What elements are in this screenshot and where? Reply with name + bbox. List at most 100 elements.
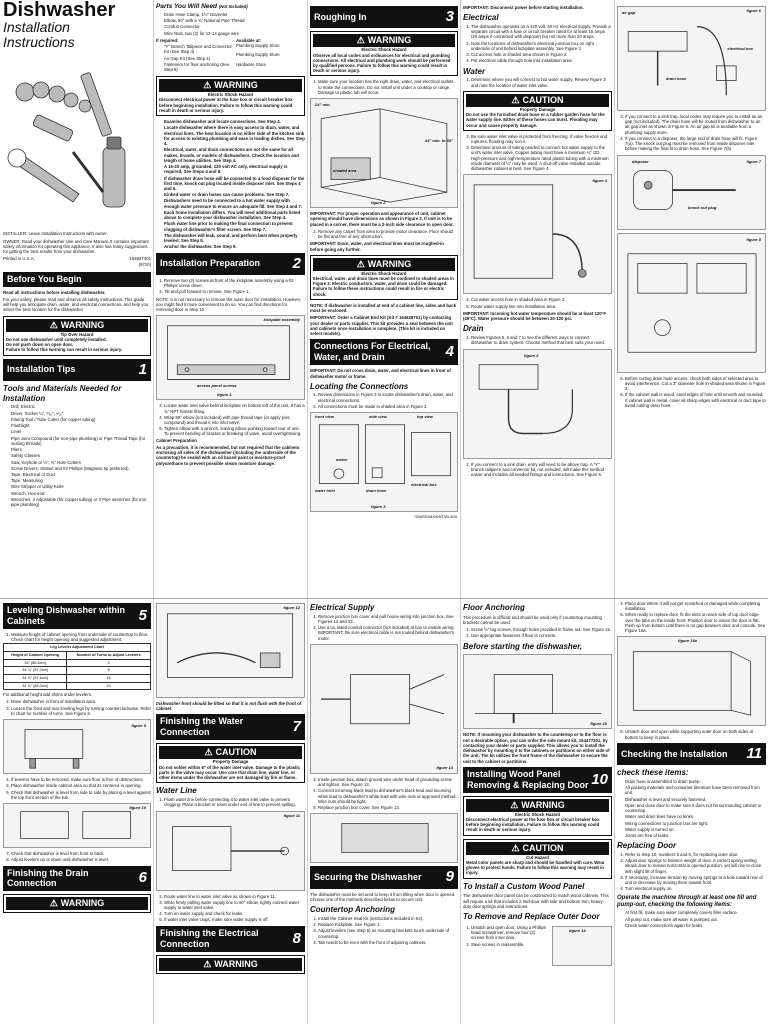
custom-panel-text: The dishwasher door panel can be customi…: [463, 893, 609, 909]
figure-8: figure 8: [617, 232, 766, 373]
list-item: Pliers: [11, 447, 151, 452]
figure-12: figure 12: [156, 603, 305, 698]
disconnect-power-note: IMPORTANT: Disconnect power before start…: [463, 5, 584, 10]
doc-title: Dishwasher: [3, 0, 116, 21]
figure-1: kickplate assembly access panel screws f…: [156, 315, 305, 401]
water-line-steps-2: Route water line to water inlet valve as…: [164, 894, 305, 923]
check-items-heading: check these items:: [617, 768, 689, 778]
warning-line-1: Do not use dishwasher until completely i…: [6, 336, 107, 342]
list-item: Pipe Joint Compound (for non-pipe plumbi…: [11, 436, 151, 446]
list-item: Tape, Electrical or Duct: [11, 472, 151, 477]
leg-leveler-chart: Leg Leveler Adjustment Chart Height of C…: [3, 643, 151, 691]
list-item: Locate dishwasher where there is easy ac…: [164, 125, 305, 146]
list-item: Wrenches, 2 Adjustable (for copper tubin…: [11, 497, 151, 507]
list-item: Kinked water or drain hoses can cause pr…: [164, 192, 305, 197]
junction-box-figure: [310, 813, 458, 864]
leveling-note: For additional height add shims under le…: [3, 692, 93, 698]
list-item: Drain hose is assembled to drain pump.: [625, 779, 766, 784]
electrical-supply-steps: Remove junction box cover and pull house…: [318, 614, 458, 641]
figure-7: disposer knock out plug figure 7: [617, 154, 766, 230]
figure-7-caption: figure 7: [746, 158, 761, 164]
operate-list: At first fill, make sure water completel…: [625, 910, 766, 928]
door-caption-step: Unlatch door and open while supporting o…: [625, 729, 766, 739]
roughing-important: IMPORTANT: For proper operation and appe…: [310, 211, 454, 227]
wood-panel-heading: Installing Wood Panel Removing & Replaci…: [463, 766, 612, 793]
leveling-step-1: Measure height of cabinet opening from u…: [11, 632, 151, 642]
figure-2: 24" min. 34" min. to 35" shaded area fig…: [310, 98, 458, 209]
locating-heading: Locating the Connections: [310, 381, 409, 391]
countertop-anchoring-heading: Countertop Anchoring: [310, 905, 396, 915]
list-item: Flush water line prior to making the fin…: [164, 221, 305, 231]
locating-steps: Review dimensions in Figure 3 to locate …: [318, 392, 458, 409]
electrical-warning: ⚠WARNING: [156, 954, 305, 974]
figure-8-caption: figure 8: [746, 236, 761, 242]
list-item: Water and drain lines have no kinks.: [625, 814, 766, 819]
before-starting-heading: Before starting the dishwasher,: [463, 641, 583, 651]
list-item: Flashlight: [11, 423, 151, 428]
figure-15-caption: figure 15: [590, 720, 607, 726]
drain-steps-col5-2: Before cutting drain hose access, check …: [625, 376, 766, 408]
list-item: Tape, Measuring: [11, 478, 151, 483]
warning-triangle-icon: ⚠: [511, 94, 520, 105]
roughing-important-2: IMPORTANT: Drain, water, and electrical …: [310, 241, 444, 252]
roughing-step-1: Make sure your location has the right dr…: [318, 79, 458, 95]
tools-subheading: Tools and Materials Needed for Installat…: [3, 383, 122, 403]
drain-steps: Review Figures 5, 6 and 7 to see the dif…: [471, 335, 612, 345]
leveling-steps-4: Check that dishwasher is level from fron…: [11, 851, 151, 862]
list-item: Wiring connections to junction box are t…: [625, 821, 766, 826]
list-item: Examine dishwasher and locate connection…: [164, 119, 305, 124]
before-begin-heading: Before You Begin: [3, 271, 151, 287]
replace-door-steps: Refer to Step 10, numbers 5 and 6, for r…: [625, 852, 766, 892]
figure-4-caption: figure 4: [592, 178, 607, 184]
connections-heading: Connections For Electrical, Water, and D…: [310, 339, 458, 366]
figure-10-caption: figure 10: [129, 805, 146, 811]
model-code: *DW/BSXMXH/WT/WL/MXL: [414, 515, 458, 520]
floor-steps: Screw ½" lag screws, through holes provi…: [471, 627, 612, 638]
list-item: Each home installation differs. You will…: [164, 210, 305, 220]
warning-triangle-icon: ⚠: [49, 898, 58, 909]
leveling-steps-3: If levelers have to be removed, make sur…: [11, 777, 151, 800]
figure-5-caption: figure 5: [524, 352, 539, 358]
warning-triangle-icon: ⚠: [203, 958, 212, 969]
safety-note: For your safety, please read and observe…: [3, 296, 149, 313]
operate-heading: Operate the machine through at least one…: [617, 894, 757, 908]
warning-triangle-icon: ⚠: [510, 799, 519, 810]
kickplate-label: kickplate assembly: [263, 317, 300, 323]
figure-10: figure 10: [3, 803, 151, 849]
revision: (9710): [138, 261, 151, 267]
roughing-warning: ⚠WARNING Electric Shock Hazard Observe a…: [310, 31, 458, 77]
roughing-warning-2: ⚠WARNING Electric Shock Hazard Electrica…: [310, 254, 458, 300]
figure-16a-caption: figure 16a: [678, 638, 697, 644]
figure-11: figure 11: [156, 810, 305, 891]
parts-required-table: If required:"Y" Branch Tailpiece and Con…: [156, 38, 305, 73]
warning-line-2: Do not push down on open door.: [6, 342, 74, 348]
column-2-bottom: figure 12 Dishwasher front should be fit…: [156, 600, 305, 1024]
list-item: If dishwasher drain hose will be connect…: [164, 176, 305, 192]
column-4-top: IMPORTANT: Disconnect power before start…: [463, 0, 612, 596]
parts-heading: Parts You Will Need (Not Included): [156, 3, 248, 10]
figure-3-caption: figure 3: [371, 504, 386, 510]
list-item: Flaring Tool / Tube Cutter (for copper t…: [11, 417, 151, 422]
list-item: Electrical, water, and drain connections…: [164, 147, 305, 163]
warning-triangle-icon: ⚠: [511, 842, 520, 853]
installer-note: INSTALLER: Leave Installation Instructio…: [3, 231, 108, 237]
drain-warning: ⚠WARNING: [3, 894, 151, 914]
water-line-steps: Flush water line before connecting it to…: [164, 797, 305, 807]
list-item: Anchor the dishwasher. See Step 9.: [164, 244, 305, 249]
door-steps: Place door where it will not get scratch…: [625, 601, 766, 633]
roughing-note: NOTE: If dishwasher is installed at end …: [310, 302, 457, 314]
figure-caption-fit: Dishwasher front should be fitted so tha…: [156, 701, 302, 712]
part-number: 154827301: [129, 256, 151, 262]
electrical-supply-heading: Electrical Supply: [310, 603, 375, 612]
water-heading: Water: [463, 66, 486, 76]
warning-triangle-icon: ⚠: [203, 80, 212, 91]
tools-illustration: [3, 52, 151, 228]
tools-list: Drill, ElectricDriver, Socket ¼", ⁵⁄₁₆",…: [11, 404, 151, 507]
column-3-bottom: Electrical Supply Remove junction box co…: [310, 600, 458, 1024]
figure-1-caption: figure 1: [217, 392, 232, 398]
